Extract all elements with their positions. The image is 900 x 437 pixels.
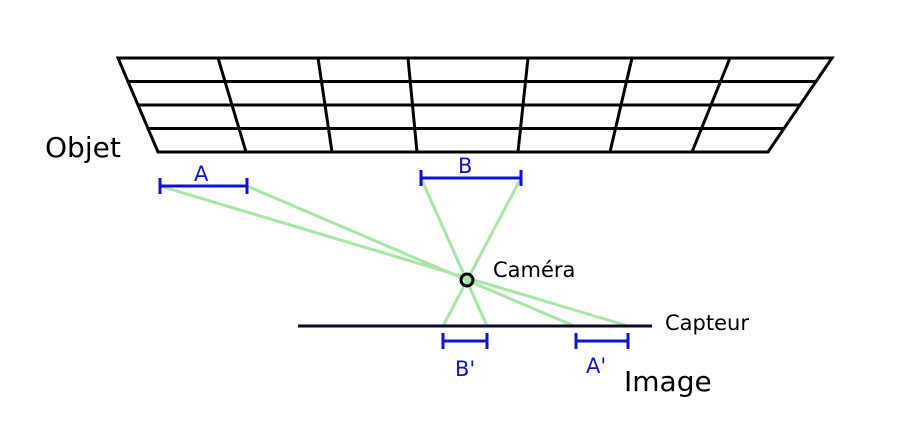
camera-point bbox=[459, 272, 475, 288]
sensor-label: Capteur bbox=[665, 311, 749, 335]
camera-label: Caméra bbox=[493, 258, 575, 282]
grid-outline bbox=[115, 56, 835, 154]
ray-a-right bbox=[246, 184, 575, 328]
segment-b-image-label: B' bbox=[455, 357, 475, 381]
object-label: Objet bbox=[45, 131, 121, 164]
segment-a-image bbox=[574, 333, 630, 349]
grid-v-line-2 bbox=[316, 56, 334, 154]
segment-a-label: A bbox=[194, 162, 209, 186]
segment-b-image bbox=[441, 333, 489, 349]
segment-a-image-label: A' bbox=[586, 354, 606, 378]
segment-b bbox=[419, 170, 523, 186]
segment-b-label: B bbox=[458, 154, 472, 178]
ray-b-left bbox=[419, 177, 489, 327]
grid-v-line-4 bbox=[516, 56, 530, 154]
segment-a bbox=[158, 178, 249, 194]
grid-v-line-3 bbox=[406, 56, 419, 154]
grid-v-line-6 bbox=[690, 56, 732, 154]
grid-v-line-1 bbox=[216, 56, 248, 154]
grid-v-line-5 bbox=[608, 56, 634, 154]
ray-b-right bbox=[441, 177, 523, 327]
light-rays bbox=[159, 177, 629, 328]
object-grid bbox=[115, 56, 835, 154]
image-label: Image bbox=[624, 365, 712, 398]
ray-a-left bbox=[159, 184, 629, 328]
